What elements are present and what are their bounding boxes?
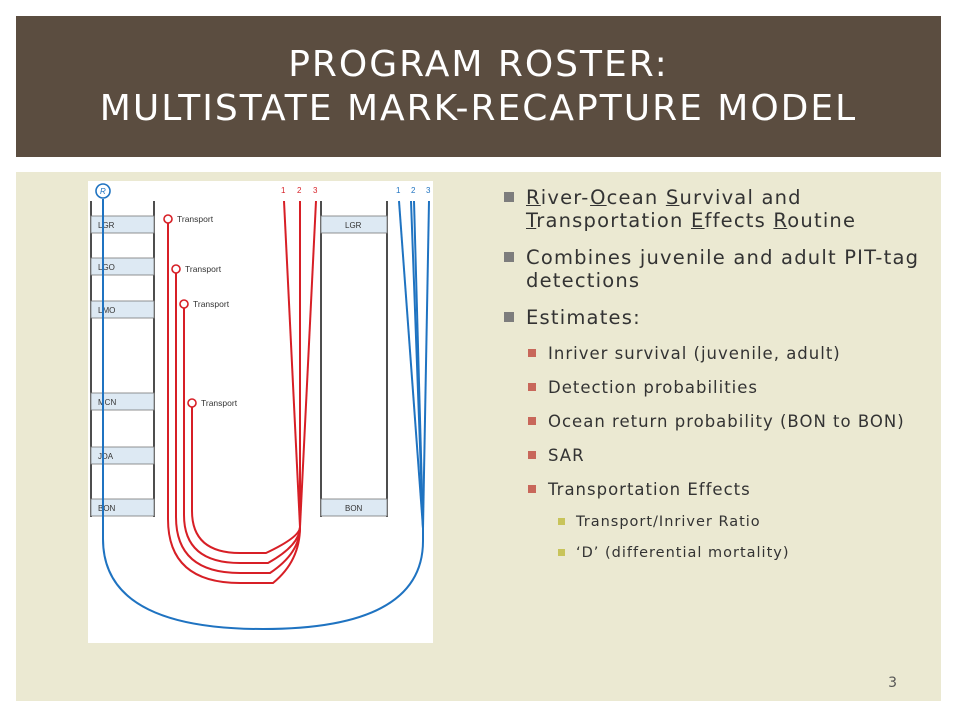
dam-band-bon-left: BON [90, 498, 155, 517]
transport-marker-icon [187, 398, 197, 408]
page-number: 3 [888, 675, 897, 691]
dam-band-mcn: MCN [90, 392, 155, 411]
dam-band-lgr-right: LGR [320, 215, 388, 234]
dam-band-lmo: LMO [90, 300, 155, 319]
dam-label: LMO [98, 306, 115, 315]
bullet-routine: River-Ocean Survival and Transportation … [504, 186, 924, 232]
bullet-list: River-Ocean Survival and Transportation … [504, 186, 924, 575]
bullet-text: ffects [704, 209, 774, 232]
return-line-1 [398, 200, 424, 529]
transport-label: Transport [201, 398, 238, 408]
bullet-text: cean [606, 186, 666, 209]
sub-sub-bullet-text: ‘D’ (differential mortality) [576, 545, 790, 561]
sub-sub-bullet-text: Transport/Inriver Ratio [576, 514, 761, 530]
sub-bullet-marker-icon [528, 417, 536, 425]
transport-label: Transport [193, 299, 230, 309]
dam-label: LGR [98, 221, 115, 230]
dam-band-lgo: LGO [90, 257, 155, 276]
sub-bullet-marker-icon [528, 349, 536, 357]
blue-number-2: 2 [411, 186, 416, 195]
dam-band-jda: JDA [90, 446, 155, 465]
mark-recapture-diagram: LGR LGO LMO MCN JDA BON [88, 181, 433, 643]
inriver-path [102, 199, 424, 631]
transport-path-lgr [167, 219, 301, 584]
diagram-svg: LGR LGO LMO MCN JDA BON [90, 183, 431, 631]
red-number-1: 1 [281, 186, 286, 195]
bullet-text: ransportation [536, 209, 692, 232]
dam-label: JDA [98, 452, 114, 461]
transport-marker-icon [163, 214, 173, 224]
dam-label: LGO [98, 263, 115, 272]
bullet-text: Estimates: [526, 306, 641, 329]
dam-label: LGR [345, 221, 362, 230]
red-number-2: 2 [297, 186, 302, 195]
title-line-1: PROGRAM ROSTER: [288, 43, 669, 85]
sub-bullet: Detection probabilities [504, 377, 924, 398]
sub-bullet: SAR [504, 445, 924, 466]
sub-bullet: Inriver survival (juvenile, adult) [504, 343, 924, 364]
sub-sub-bullet: Transport/Inriver Ratio [504, 513, 924, 532]
sub-bullet-text: Transportation Effects [548, 480, 751, 499]
transport-label: Transport [185, 264, 222, 274]
sub-bullet-text: Inriver survival (juvenile, adult) [548, 344, 841, 363]
bullet-marker-icon [504, 312, 514, 322]
acronym-letter: O [590, 186, 607, 209]
transport-path-lgo [175, 269, 301, 574]
acronym-letter: T [526, 209, 537, 232]
transport-marker-icon [179, 299, 189, 309]
red-number-3: 3 [313, 186, 318, 195]
red-return-line-3 [299, 200, 317, 528]
sub-sub-bullet-marker-icon [558, 518, 565, 525]
transport-marker-icon [171, 264, 181, 274]
sub-sub-bullet: ‘D’ (differential mortality) [504, 544, 924, 563]
return-line-2 [413, 200, 424, 529]
title-line-2: MULTISTATE MARK-RECAPTURE MODEL [99, 87, 858, 129]
acronym-letter: R [526, 186, 541, 209]
release-marker-icon [95, 183, 111, 199]
dam-band-lgr-left: LGR [90, 215, 155, 234]
transport-label: Transport [177, 214, 214, 224]
transport-path-mcn [191, 403, 301, 554]
acronym-letter: R [773, 209, 788, 232]
title-bar: PROGRAM ROSTER: MULTISTATE MARK-RECAPTUR… [16, 16, 941, 157]
dam-label: MCN [98, 398, 116, 407]
sub-bullet-text: Ocean return probability (BON to BON) [548, 412, 905, 431]
bullet-marker-icon [504, 192, 514, 202]
sub-bullet: Transportation Effects [504, 479, 924, 500]
bullet-text: outine [787, 209, 857, 232]
dam-label: BON [98, 504, 116, 513]
bullet-combines: Combines juvenile and adult PIT-tag dete… [504, 246, 924, 292]
bullet-estimates: Estimates: [504, 306, 924, 329]
acronym-letter: S [665, 186, 680, 209]
bullet-text: urvival and [679, 186, 802, 209]
acronym-letter: E [691, 209, 705, 232]
sub-bullet-marker-icon [528, 451, 536, 459]
sub-bullet: Ocean return probability (BON to BON) [504, 411, 924, 432]
return-line-3 [422, 200, 430, 529]
sub-bullet-marker-icon [528, 485, 536, 493]
sub-bullet-text: Detection probabilities [548, 378, 759, 397]
dam-band-bon-right: BON [320, 498, 388, 517]
red-return-line-1 [283, 200, 301, 528]
content-area: LGR LGO LMO MCN JDA BON [16, 172, 941, 701]
sub-sub-bullet-marker-icon [558, 549, 565, 556]
bullet-text: iver- [540, 186, 591, 209]
release-label: R [100, 187, 106, 196]
dam-label: BON [345, 504, 363, 513]
bullet-marker-icon [504, 252, 514, 262]
blue-number-1: 1 [396, 186, 401, 195]
blue-number-3: 3 [426, 186, 431, 195]
transport-path-lmo [183, 304, 301, 564]
sub-bullet-marker-icon [528, 383, 536, 391]
bullet-text: Combines juvenile and adult PIT-tag dete… [526, 246, 920, 292]
sub-bullet-text: SAR [548, 446, 585, 465]
